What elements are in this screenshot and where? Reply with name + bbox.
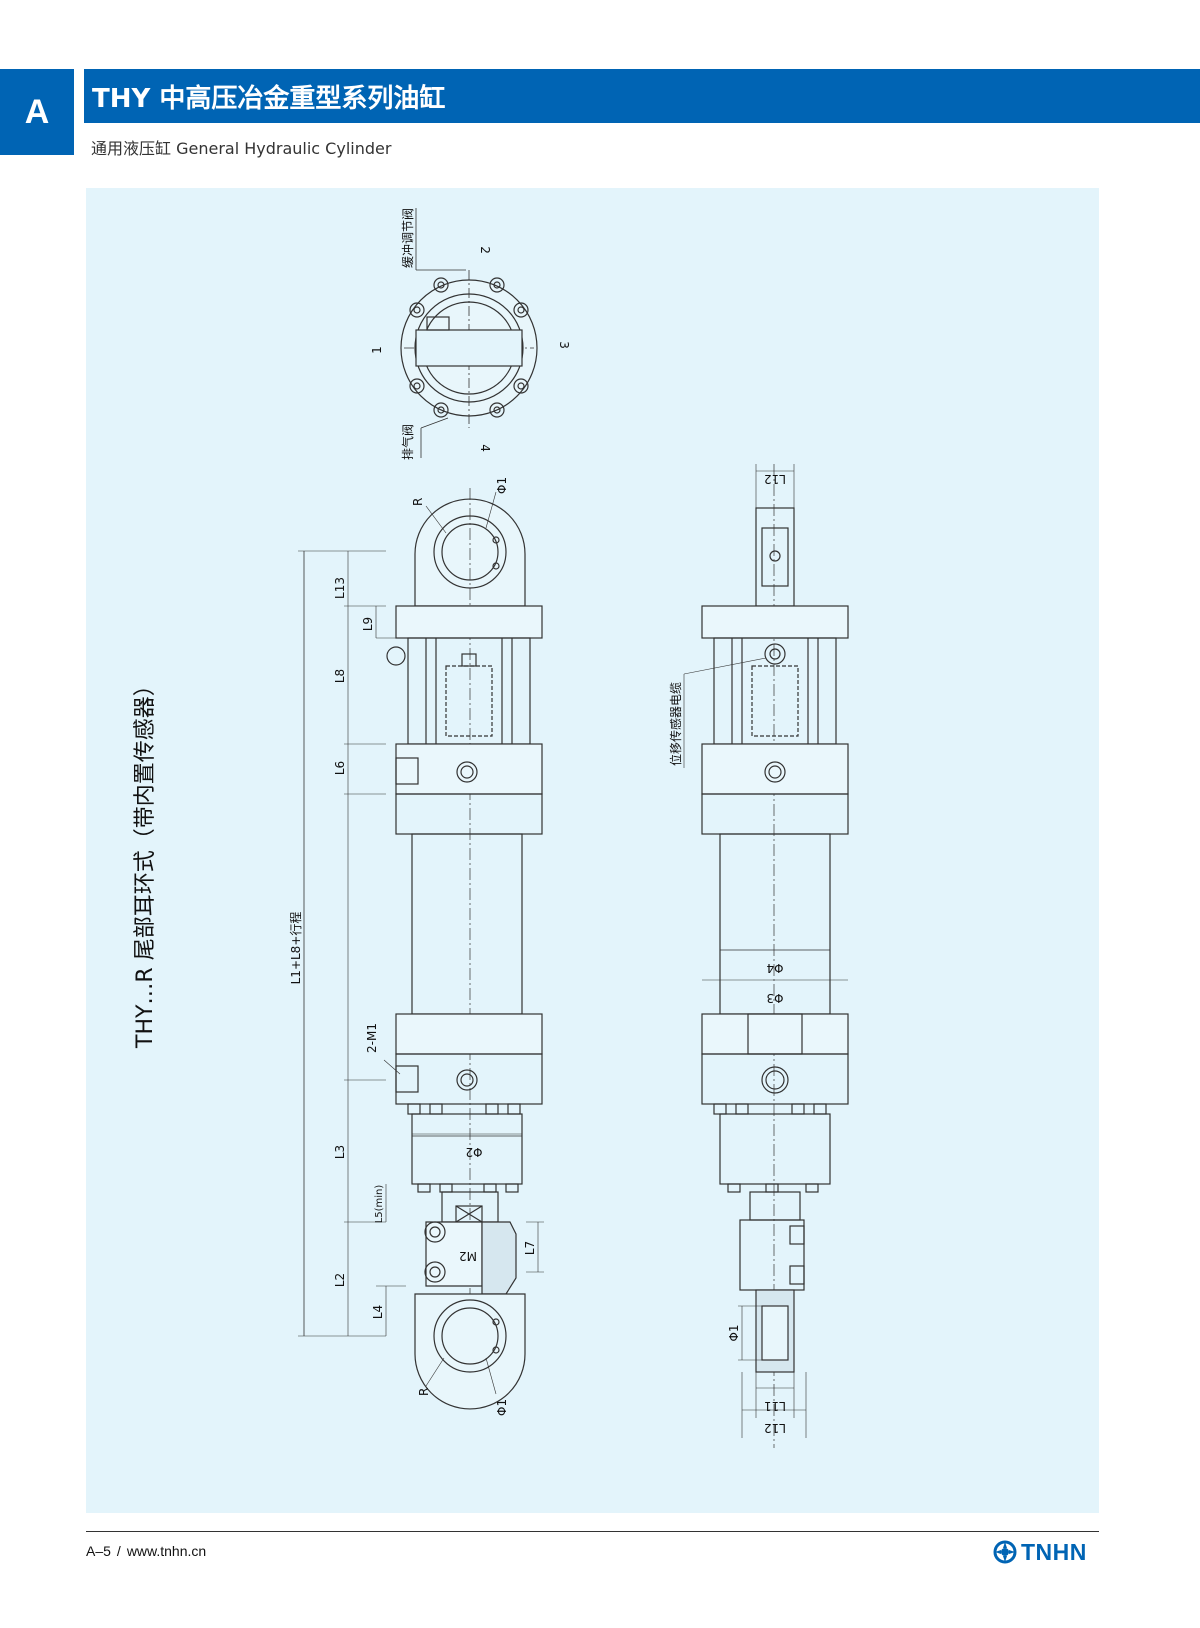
phi2-label: Φ2 [465,1145,482,1159]
L5-label: L5(min) [374,1185,385,1224]
L12-top-label: L12 [764,472,786,486]
technical-drawing: THY…R 尾部耳环式（带内置传感器） 缓冲调节阀 排气阀 1 2 3 4 [133,208,849,1448]
L7-label: L7 [523,1241,537,1255]
L13-label: L13 [333,577,347,599]
phi1-top-label: Φ1 [495,477,509,494]
port-2-label: 2 [478,246,492,254]
phi1-front-label: Φ1 [727,1324,741,1341]
bleed-valve-label: 排气阀 [400,424,415,460]
end-view: 缓冲调节阀 排气阀 1 2 3 4 [370,208,571,460]
footer-separator: / [116,1543,121,1559]
section-letter: A [24,92,50,131]
L3-label: L3 [333,1145,347,1159]
L12-bottom-label: L12 [764,1421,786,1435]
phi4-label: Φ4 [766,961,783,975]
website-url[interactable]: www.tnhn.cn [126,1543,207,1559]
section-tab: A [0,69,74,155]
M1-label: 2-M1 [365,1023,379,1053]
brand-name: TNHN [1021,1538,1087,1565]
phi1-bottom-label: Φ1 [495,1399,509,1416]
R-top-label: R [411,498,425,506]
M2-label: M2 [459,1249,477,1263]
L8-label: L8 [333,669,347,683]
page-number: A–5 [86,1543,111,1559]
port-3-label: 3 [557,341,571,349]
page-title: THY 中高压冶金重型系列油缸 [92,83,446,114]
port-1-label: 1 [370,346,384,354]
L2-label: L2 [333,1273,347,1287]
footer-divider [86,1531,1099,1532]
side-view: R Φ1 L13 L9 L8 L6 L1+L8+行程 2-M1 Φ2 L3 L5… [288,477,544,1416]
drawing-title: THY…R 尾部耳环式（带内置传感器） [133,674,158,1049]
L4-label: L4 [371,1305,385,1319]
phi3-label: Φ3 [766,991,783,1005]
port-4-label: 4 [478,444,492,452]
footer-page-info: A–5 / www.tnhn.cn [86,1543,206,1559]
end-view-bolts [409,277,529,418]
brand-logo: TNHN [993,1539,1087,1565]
sensor-cable-label: 位移传感器电缆 [668,682,683,766]
overall-length-label: L1+L8+行程 [288,912,303,985]
front-view: L12 位移传感器电缆 Φ4 Φ3 Φ1 L11 L12 [668,464,849,1448]
title-bar: THY 中高压冶金重型系列油缸 [84,69,1200,123]
L6-label: L6 [333,761,347,775]
tnhn-logo-icon [993,1540,1017,1564]
L9-label: L9 [361,617,375,631]
drawing-panel: THY…R 尾部耳环式（带内置传感器） 缓冲调节阀 排气阀 1 2 3 4 [86,188,1099,1513]
page-subtitle: 通用液压缸 General Hydraulic Cylinder [91,139,392,158]
buffer-valve-label: 缓冲调节阀 [400,208,415,268]
R-bottom-label: R [417,1388,431,1396]
L11-label: L11 [764,1399,786,1413]
